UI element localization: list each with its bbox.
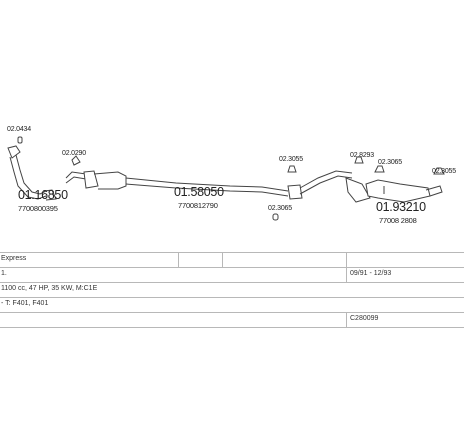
rear-pipe	[287, 170, 353, 200]
date-range-cell: 09/91 - 12/93	[350, 270, 392, 277]
intermediate-pipe	[65, 170, 289, 197]
exhaust-system-diagram: 02.0434 02.0290 02.3055 02.3065 02.8293 …	[7, 126, 456, 225]
front-pipe	[7, 145, 57, 201]
oem-number-p2: 7700812790	[178, 201, 218, 210]
rear-silencer	[345, 177, 443, 203]
part-label-h7: 02.3055	[432, 168, 456, 175]
oem-number-p1: 7700800395	[18, 204, 58, 213]
engine-cell: 1100 cc, 47 HP, 35 KW, M:C1E	[1, 285, 98, 292]
hanger-icons	[17, 136, 445, 221]
model-cell: Express	[1, 255, 27, 262]
part-label-h5: 02.8293	[350, 152, 374, 159]
version-cell: 1.	[1, 270, 7, 277]
exhaust-drawing	[7, 136, 445, 221]
oem-number-p3: 77008 2808	[379, 216, 417, 225]
part-label-h4: 02.3065	[268, 205, 292, 212]
part-label-h3: 02.3055	[279, 156, 303, 163]
reference-cell: C280099	[350, 315, 379, 322]
part-number-p3: 01.93210	[376, 200, 426, 214]
part-label-h1: 02.0434	[7, 126, 31, 133]
vehicle-info-table: Express 1. 09/91 - 12/93 1100 cc, 47 HP,…	[0, 252, 464, 328]
part-number-p2: 01.58050	[174, 185, 224, 199]
part-label-h2: 02.0290	[62, 150, 86, 157]
part-label-h6: 02.3065	[378, 159, 402, 166]
part-number-p1: 01.16850	[18, 188, 68, 202]
codes-cell: - T: F401, F401	[1, 300, 49, 307]
